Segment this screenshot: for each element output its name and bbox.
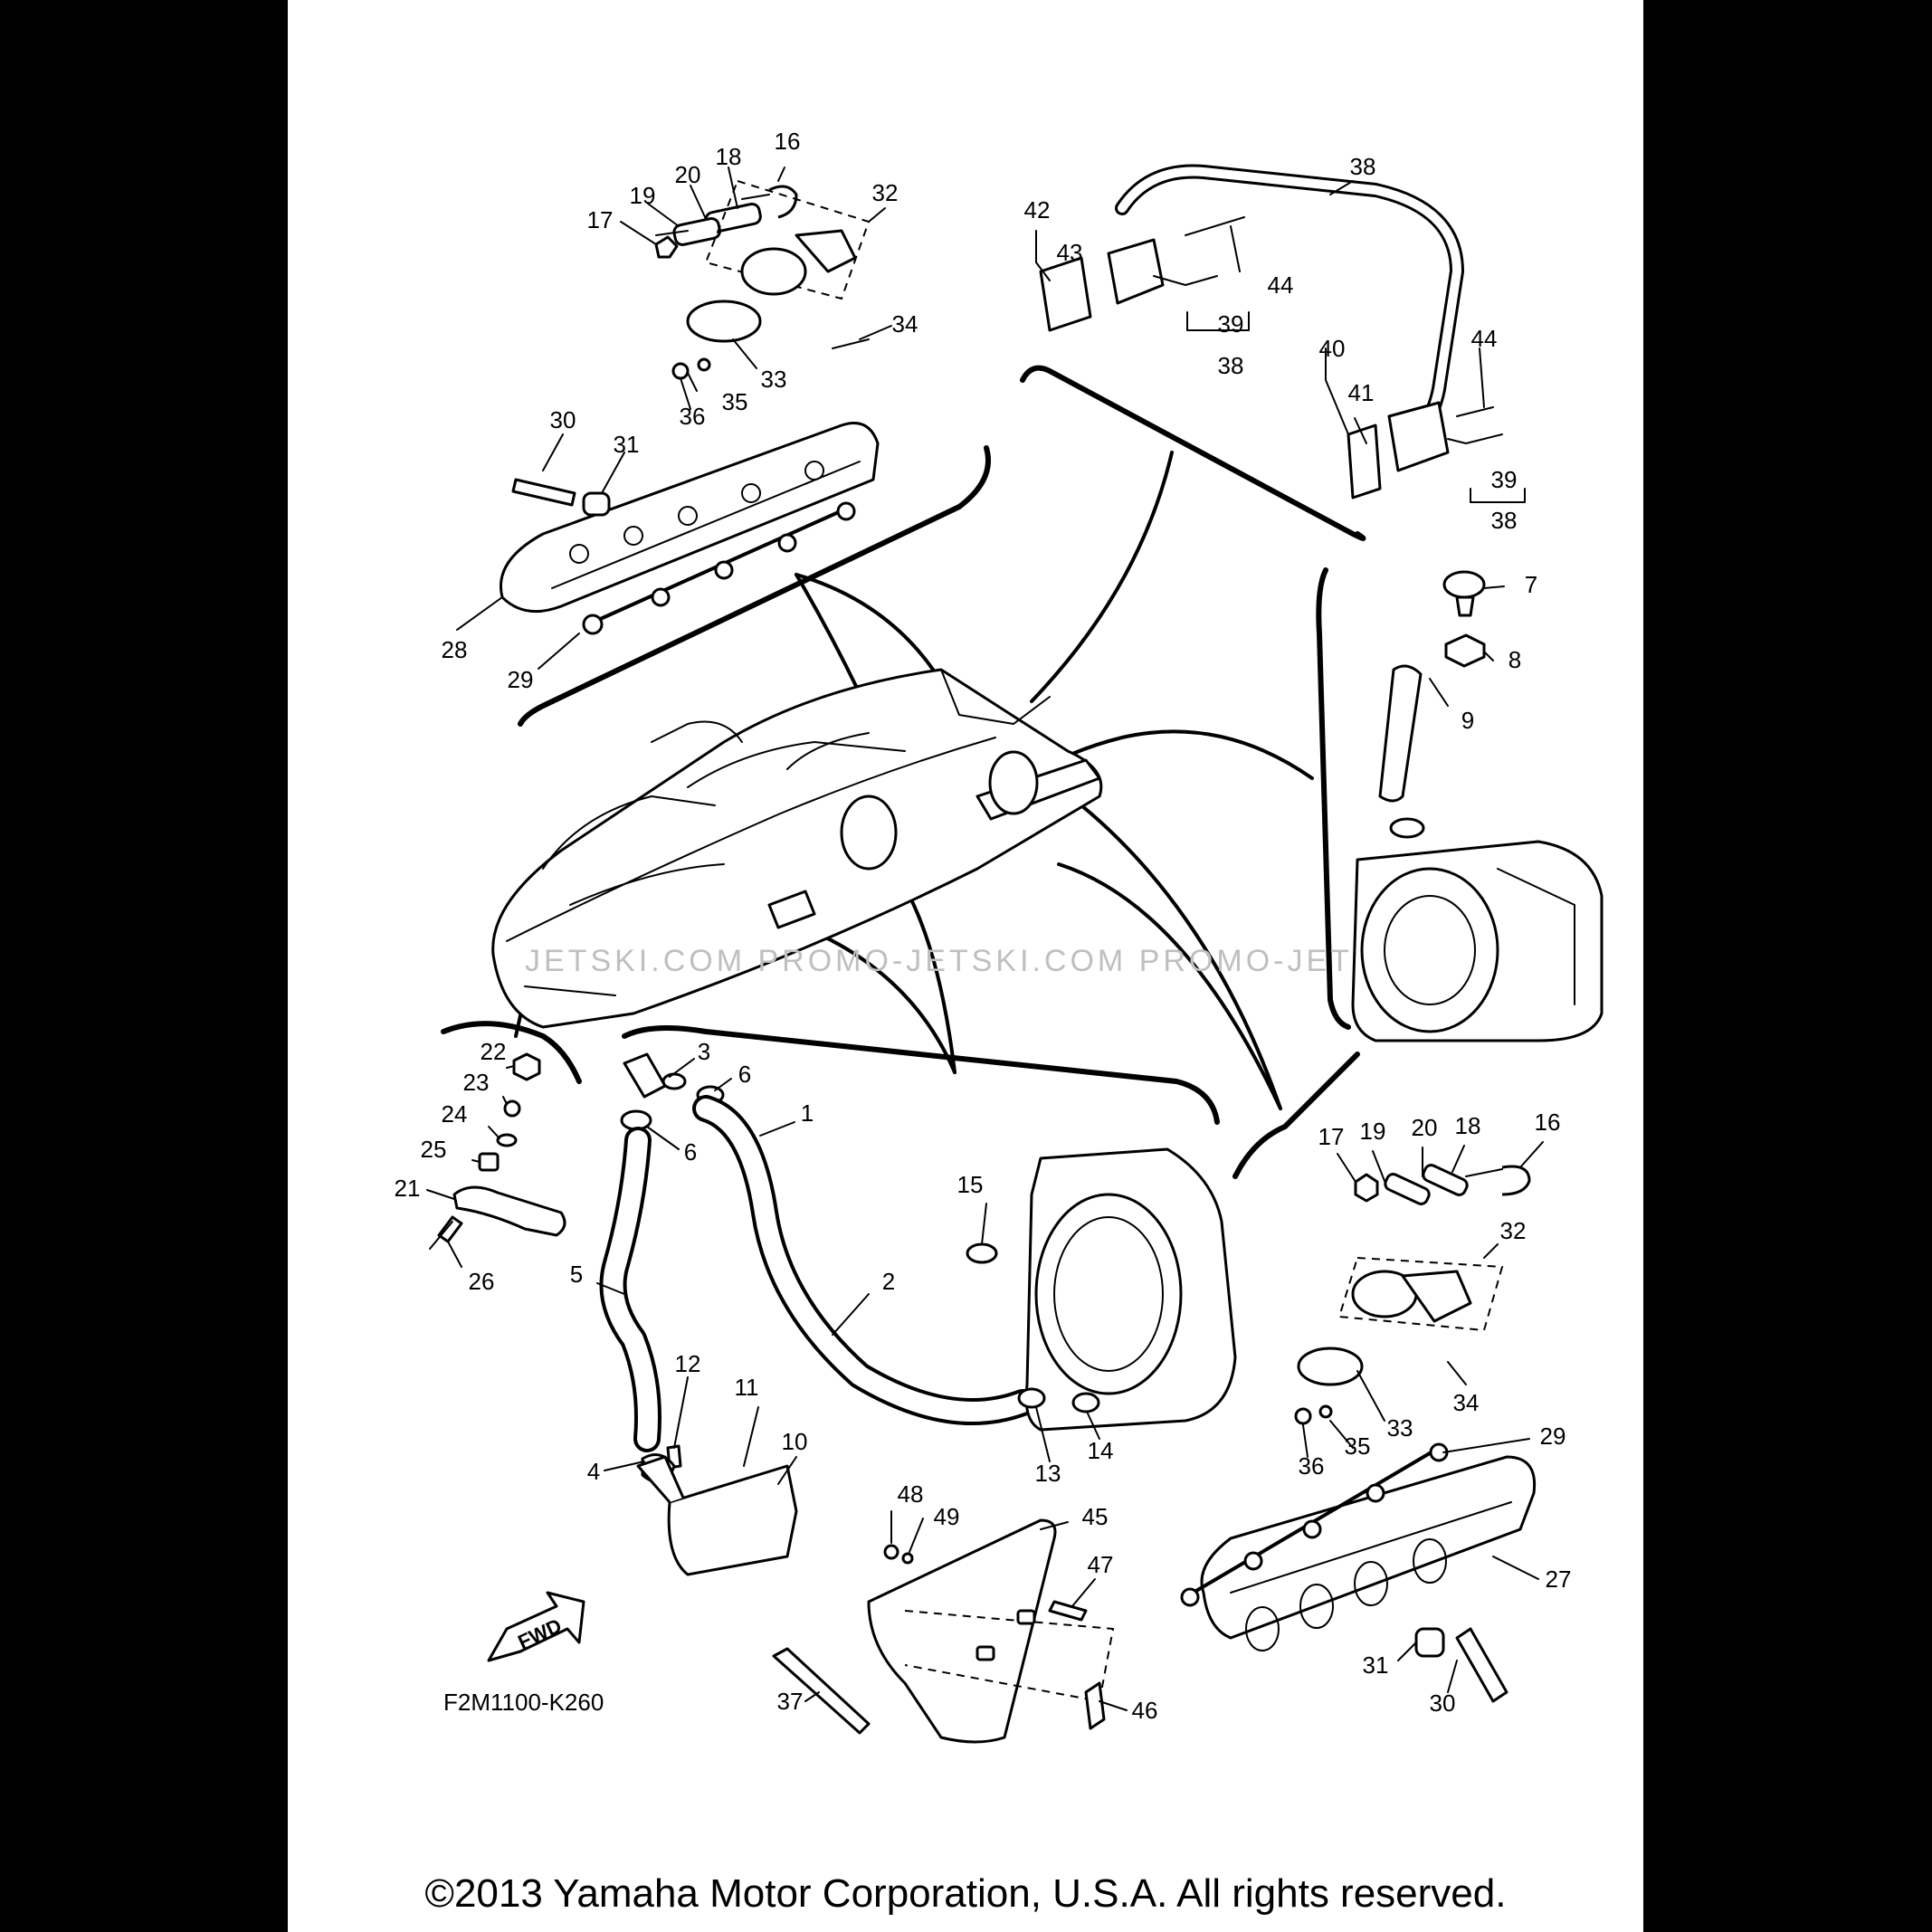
callout-48: 48: [898, 1480, 924, 1508]
lower-right-parts: [1180, 1164, 1537, 1703]
callout-43: 43: [1057, 239, 1083, 266]
callout-7: 7: [1525, 571, 1537, 598]
callout-3: 3: [698, 1038, 710, 1065]
callout-20: 20: [675, 161, 701, 188]
callout-14: 14: [1088, 1437, 1114, 1464]
group-bracket-center-mid: [622, 1025, 1220, 1125]
callout-25: 25: [421, 1136, 447, 1163]
callout-32: 32: [872, 179, 899, 206]
group-bracket-right: [1316, 567, 1351, 1030]
group-bracket-lower-right: [1232, 1052, 1360, 1179]
callout-49: 49: [934, 1503, 960, 1530]
callout-38: 38: [1350, 153, 1376, 180]
callout-35: 35: [722, 388, 748, 415]
callout-6-second: 6: [684, 1138, 697, 1166]
callout-24: 24: [442, 1100, 468, 1128]
callout-30-second: 30: [1430, 1689, 1456, 1717]
callout-20-second: 20: [1412, 1114, 1438, 1141]
callout-6: 6: [738, 1061, 751, 1088]
callout-39: 39: [1218, 310, 1244, 338]
callout-38-second: 38: [1218, 352, 1244, 379]
callout-44-second: 44: [1471, 325, 1498, 352]
callout-9: 9: [1461, 707, 1474, 734]
callout-42: 42: [1024, 196, 1051, 224]
arrow-to-duct-2: [1080, 804, 1282, 1110]
callout-13: 13: [1035, 1460, 1061, 1487]
callout-16: 16: [775, 128, 801, 155]
callout-18: 18: [716, 143, 742, 170]
callout-29-second: 29: [1540, 1423, 1566, 1450]
copyright-notice: ©2013 Yamaha Motor Corporation, U.S.A. A…: [424, 1871, 1507, 1916]
callout-34: 34: [892, 310, 918, 338]
callout-labels: 16 18 20 19 17 32 34 33 35 36 30 31 28 2…: [395, 128, 1572, 1724]
arrow-to-intake-2: [908, 894, 956, 1074]
handle-assembly: [1039, 164, 1503, 500]
jet-pump-assembly: [1351, 570, 1604, 1042]
callout-19: 19: [630, 182, 656, 209]
callout-8: 8: [1508, 646, 1521, 673]
leader-lines: [426, 167, 1544, 1711]
arrow-to-handle: [1030, 451, 1174, 703]
callout-5: 5: [570, 1261, 583, 1288]
callout-31: 31: [614, 431, 640, 458]
callout-19-second: 19: [1360, 1118, 1386, 1145]
callout-22: 22: [481, 1038, 507, 1065]
group-bracket-left-mid: [441, 1021, 582, 1084]
callout-29: 29: [508, 666, 534, 693]
callout-39-second: 39: [1491, 466, 1518, 493]
callout-31-second: 31: [1363, 1651, 1389, 1679]
arrow-to-intake-1: [813, 930, 956, 1074]
callout-28: 28: [442, 636, 468, 663]
callout-10: 10: [782, 1428, 808, 1455]
callout-45: 45: [1082, 1503, 1109, 1530]
callout-40: 40: [1319, 335, 1346, 362]
callout-23: 23: [463, 1069, 490, 1096]
arrow-to-duct-1: [1057, 862, 1282, 1110]
callout-2: 2: [882, 1268, 895, 1295]
callout-47: 47: [1088, 1551, 1114, 1578]
callout-18-second: 18: [1455, 1112, 1481, 1139]
callout-15: 15: [957, 1171, 984, 1198]
callout-36-second: 36: [1299, 1452, 1325, 1480]
callout-12: 12: [675, 1350, 701, 1377]
callout-33: 33: [761, 366, 787, 393]
callout-17-second: 17: [1318, 1123, 1345, 1150]
callout-17: 17: [587, 206, 614, 233]
callout-38-third: 38: [1491, 507, 1518, 534]
callout-27: 27: [1546, 1566, 1572, 1593]
callout-30: 30: [550, 406, 576, 433]
watercraft-hull: [491, 668, 1103, 1029]
callout-44: 44: [1268, 271, 1294, 299]
callout-41: 41: [1348, 379, 1375, 406]
callout-34-second: 34: [1453, 1389, 1480, 1416]
callout-4: 4: [587, 1458, 600, 1485]
callout-26: 26: [469, 1268, 495, 1295]
callout-35-second: 35: [1345, 1432, 1371, 1460]
group-bracket-top-right: [1020, 365, 1366, 541]
callout-1: 1: [801, 1099, 814, 1127]
drawing-code: F2M1100-K260: [443, 1689, 604, 1716]
callout-32-second: 32: [1500, 1217, 1527, 1244]
callout-46: 46: [1132, 1697, 1158, 1724]
callout-33-second: 33: [1387, 1414, 1413, 1442]
bow-bracket-assembly: [429, 1052, 566, 1250]
hose-and-intake-assembly: [599, 1052, 1237, 1576]
callout-21: 21: [395, 1175, 421, 1202]
fwd-arrow: FWD: [487, 1591, 585, 1662]
callout-37: 37: [777, 1688, 804, 1715]
top-left-parts: [654, 179, 871, 380]
callout-11: 11: [735, 1374, 759, 1401]
watermark-text: JETSKI.COM PROMO-JETSKI.COM PROMO-JETSKI…: [525, 944, 1508, 978]
seat-rail-left: [500, 422, 880, 635]
callout-16-second: 16: [1535, 1109, 1561, 1136]
group-bracket-top-left: [518, 445, 991, 727]
intake-cover-assembly: [772, 1518, 1115, 1744]
callout-36: 36: [680, 403, 706, 430]
